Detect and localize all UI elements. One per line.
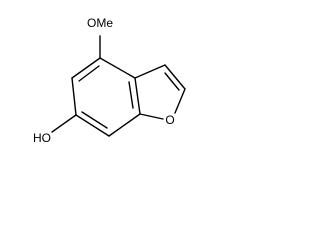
bond-c2-o1 [174, 88, 186, 114]
double-bond-inner-c3-c2 [164, 72, 180, 91]
bond-c6-hydroxyl [51, 114, 77, 133]
double-bond-inner-c6-c7 [81, 111, 108, 129]
bond-c7-c7a [108, 113, 141, 137]
double-bond-inner-c7a-c3a [128, 81, 134, 109]
bond-c5-c6 [71, 77, 77, 116]
bond-c6-c7 [75, 114, 110, 137]
ring-oxygen-label: O [165, 113, 174, 127]
bond-o1-c7a [139, 113, 164, 120]
methoxy-label: OMe [87, 16, 113, 30]
benzofuran-structure-diagram: OMe HO O [33, 16, 186, 145]
bond-c3a-c4 [99, 57, 136, 79]
bond-c3-c2 [164, 64, 186, 90]
double-bond-inner-c4-c5 [78, 65, 100, 82]
bond-c3a-c3 [134, 64, 166, 79]
bond-c7a-c3a [134, 77, 141, 115]
bond-c4-c5 [71, 57, 101, 79]
hydroxyl-label: HO [33, 131, 51, 145]
